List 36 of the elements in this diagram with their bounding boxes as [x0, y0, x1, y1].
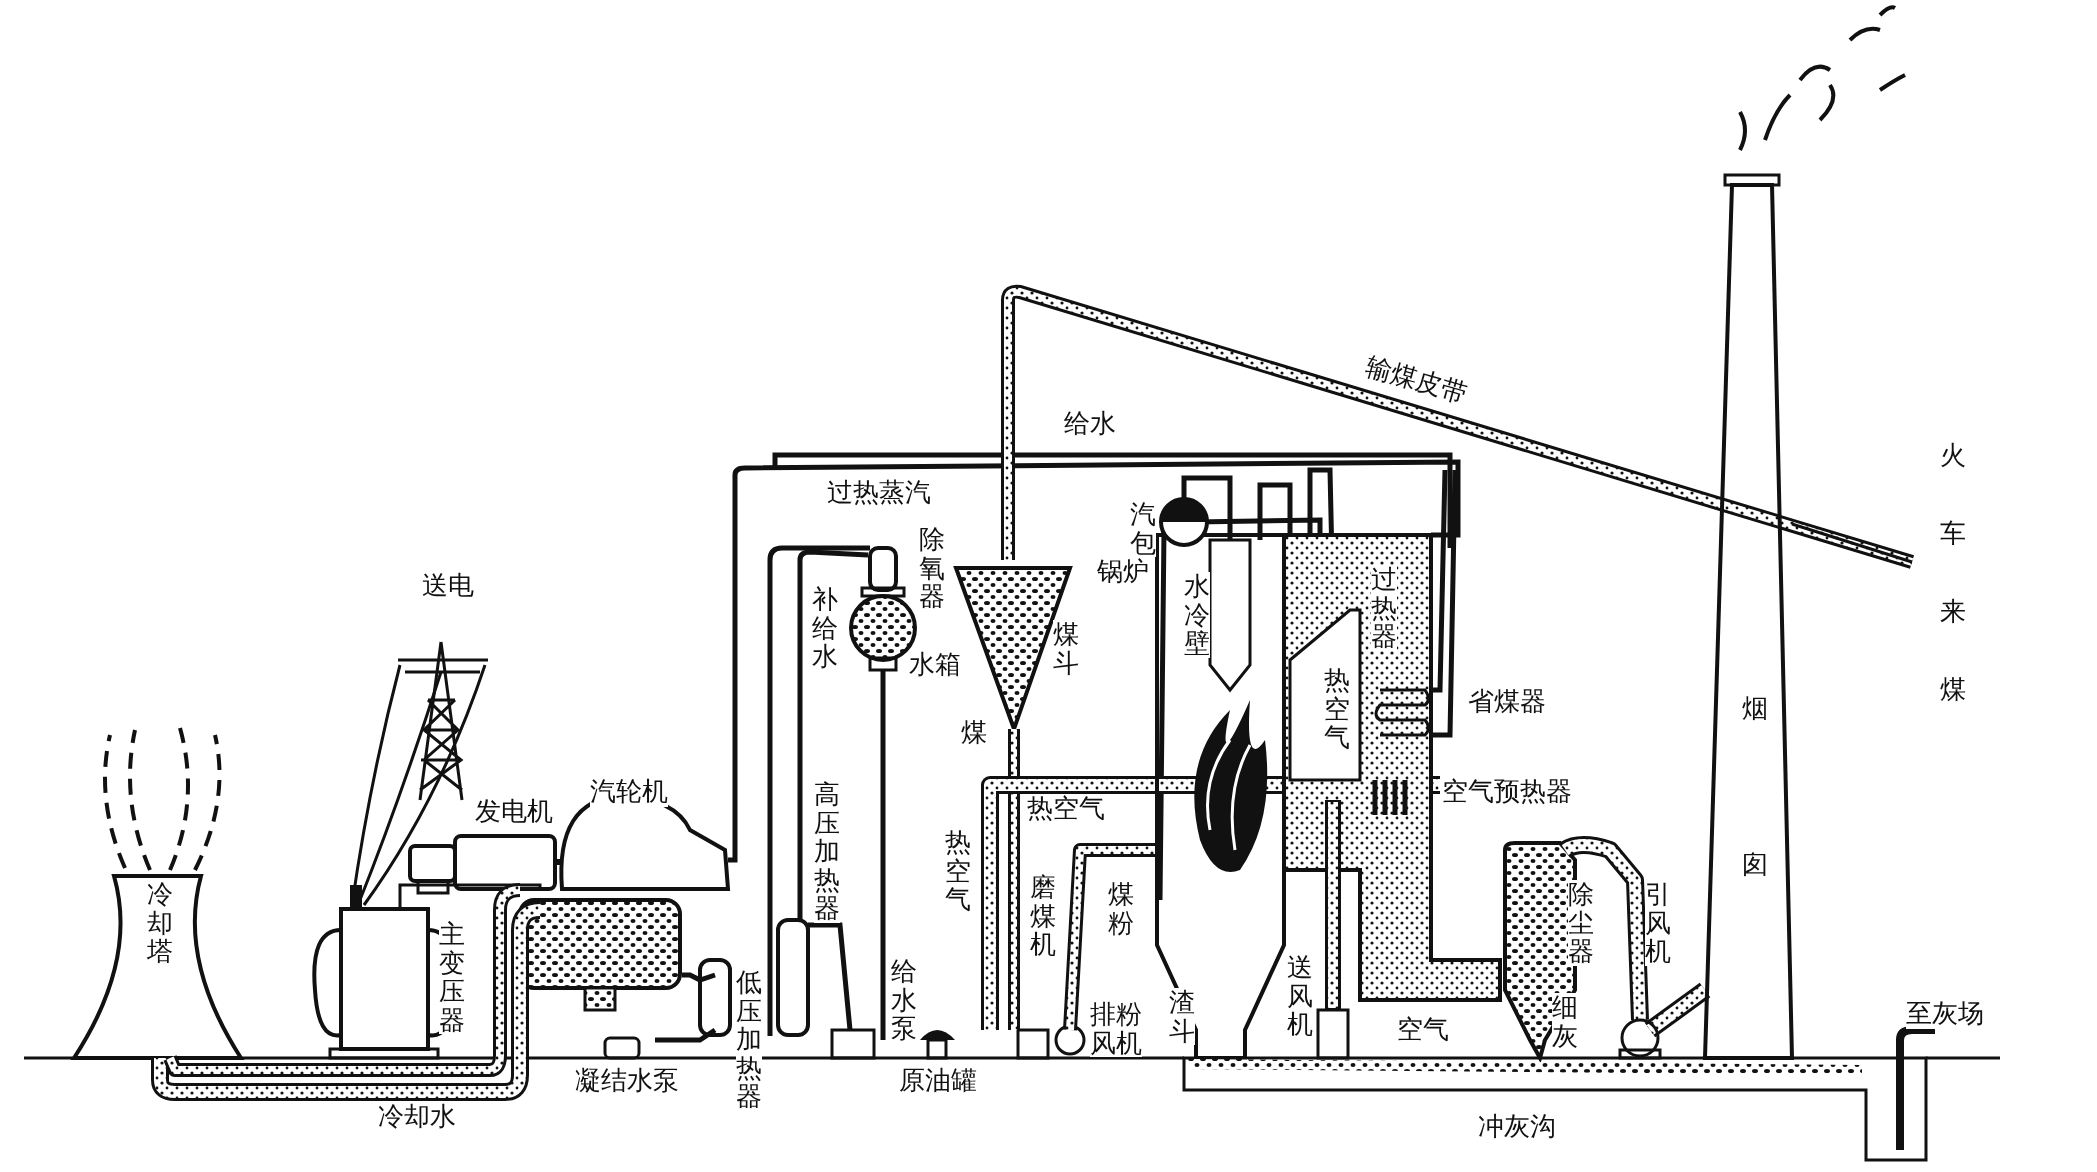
part-label: 热空气: [1027, 794, 1105, 824]
part-label: 热空气: [945, 828, 971, 914]
part-label: 给水泵: [891, 957, 917, 1043]
part-label: 除尘器: [1568, 880, 1594, 966]
part-label: 水冷壁: [1184, 572, 1210, 658]
part-label: 低压加热器: [736, 968, 762, 1111]
part-label: 煤粉: [1108, 880, 1134, 938]
part-label: 除氧器: [919, 525, 945, 611]
part-label: 凝结水泵: [575, 1066, 679, 1096]
part-label: 引风机: [1645, 880, 1671, 966]
part-label: 省煤器: [1468, 687, 1546, 717]
part-label: 补给水: [812, 585, 838, 671]
part-label: 高压加热器: [814, 780, 840, 923]
part-label: 汽轮机: [590, 777, 668, 807]
part-label: 冷却塔: [147, 880, 173, 966]
part-label: 磨煤机: [1030, 873, 1056, 959]
part-label: 煤: [961, 718, 987, 748]
part-label: 送风机: [1287, 953, 1313, 1039]
part-label: 过热蒸汽: [827, 478, 931, 508]
part-label: 细灰: [1552, 993, 1578, 1051]
part-label: 原油罐: [899, 1066, 977, 1096]
part-label: 水箱: [909, 650, 961, 680]
part-label: 热空气: [1324, 666, 1350, 752]
part-label: 冷却水: [378, 1102, 456, 1132]
part-label: 煤斗: [1053, 620, 1079, 678]
part-label: 汽包: [1130, 500, 1156, 558]
part-label: 过热器: [1371, 565, 1397, 651]
part-label: 排粉风机: [1090, 1000, 1142, 1058]
part-label: 空气预热器: [1442, 777, 1572, 807]
part-label: 锅炉: [1097, 557, 1149, 587]
part-label: 主变压器: [439, 920, 465, 1035]
part-label: 渣斗: [1169, 988, 1195, 1046]
part-label: 给水: [1064, 409, 1116, 439]
part-label: 至灰场: [1906, 999, 1984, 1029]
part-label: 空气: [1397, 1015, 1449, 1045]
part-label: 冲灰沟: [1478, 1112, 1556, 1142]
